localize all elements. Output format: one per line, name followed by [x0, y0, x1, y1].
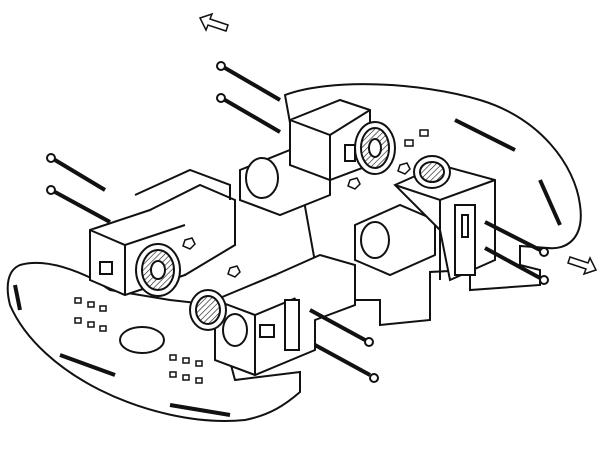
screw — [216, 61, 282, 102]
nuts — [182, 162, 411, 278]
screw — [309, 308, 374, 347]
screws — [46, 61, 549, 383]
screw — [484, 220, 549, 257]
screw — [46, 185, 111, 224]
screw — [46, 153, 107, 192]
lower-chassis-plate — [6, 261, 301, 422]
motor-front-right — [214, 253, 356, 377]
arrow-icon — [198, 12, 229, 32]
screw — [314, 343, 379, 383]
wheel-front-right — [189, 289, 227, 331]
center-hole — [119, 326, 165, 354]
wheel-rear-right — [413, 155, 451, 189]
screw — [216, 93, 282, 134]
screw — [484, 246, 549, 285]
wheel-rear-top — [354, 121, 396, 175]
arrow-icon — [567, 256, 598, 276]
wheel-front-left — [135, 243, 181, 297]
